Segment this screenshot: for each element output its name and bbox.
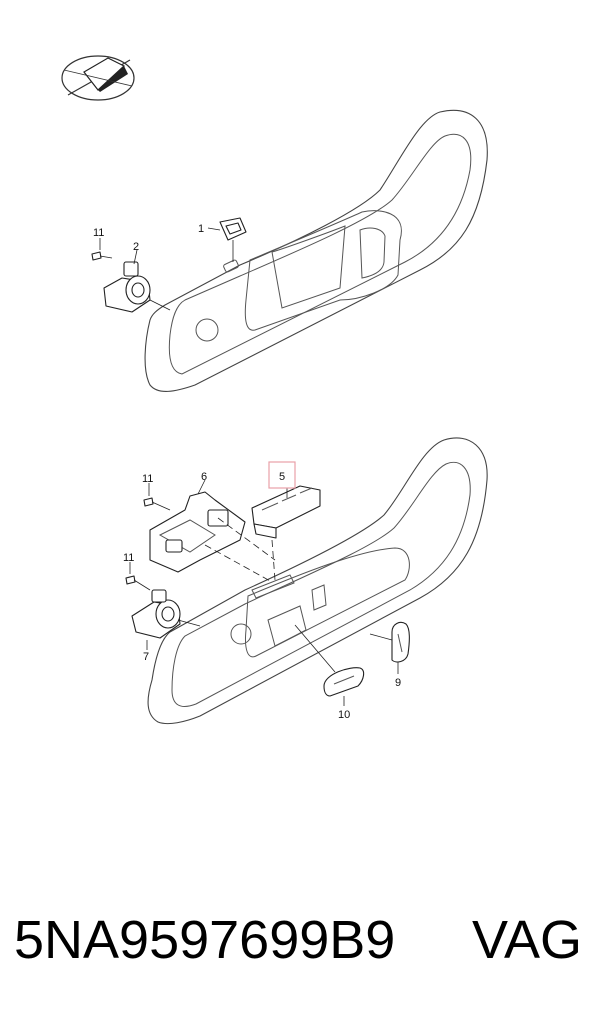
brand-name: VAG [471, 910, 582, 970]
orientation-logo [61, 55, 135, 101]
screw-part-11-upper [91, 251, 113, 261]
callout-1: 1 [198, 223, 204, 235]
callout-10: 10 [338, 709, 350, 721]
callout-11-lower-b: 11 [123, 552, 134, 564]
lower-seat-side-panel [147, 437, 488, 725]
callout-5: 5 [279, 471, 285, 483]
motor-part-2 [103, 261, 171, 313]
highlight-box-part-5 [268, 461, 296, 489]
callout-9: 9 [395, 677, 401, 689]
switch-part-1 [219, 217, 247, 262]
screw-part-11-lower-a [143, 497, 171, 511]
switch-part-5 [251, 485, 321, 581]
motor-part-7 [131, 589, 201, 639]
cap-part-10 [294, 624, 365, 706]
cap-part-9 [369, 621, 410, 674]
bracket-part-6 [149, 491, 276, 583]
callout-7: 7 [143, 651, 149, 663]
upper-seat-side-panel [144, 109, 488, 392]
screw-part-11-lower-b [125, 575, 151, 591]
caption: 5NA9597699B9 VAG [14, 900, 594, 980]
callout-11-upper: 11 [93, 227, 104, 239]
callout-2: 2 [133, 241, 139, 253]
callout-11-lower-a: 11 [142, 473, 153, 485]
callout-6: 6 [201, 471, 207, 483]
part-number: 5NA9597699B9 [14, 910, 396, 970]
